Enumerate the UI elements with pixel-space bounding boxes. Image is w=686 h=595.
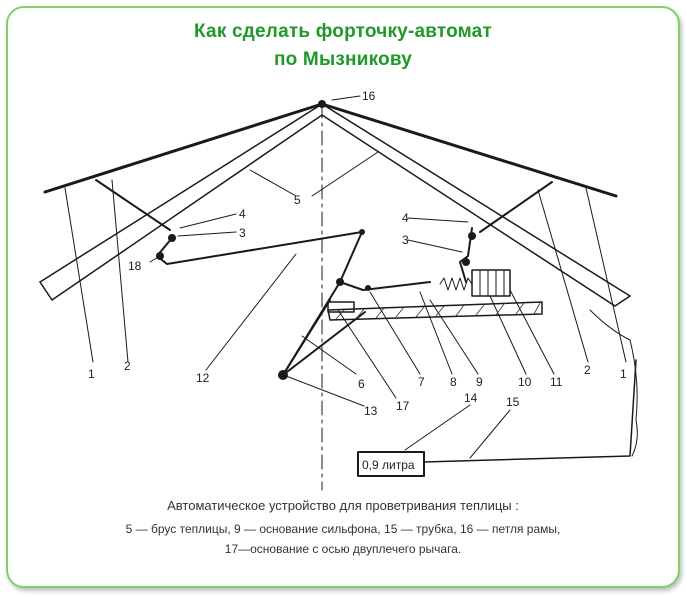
- sash-right-bottom: [321, 114, 616, 307]
- label-14: 14: [464, 391, 478, 405]
- lower-lever: [282, 281, 366, 376]
- zigzag-lever: [156, 231, 431, 291]
- label-18: 18: [128, 259, 142, 273]
- label-12: 12: [196, 371, 210, 385]
- page-title-line2: по Мызникову: [273, 49, 413, 70]
- label-4-right: 4: [402, 211, 409, 225]
- label-3-right: 3: [402, 233, 409, 247]
- bellows-body: [471, 269, 511, 297]
- label-10: 10: [518, 375, 532, 389]
- label-13: 13: [364, 404, 378, 418]
- beam-5-left: [95, 179, 171, 231]
- sash-left-top: [39, 103, 323, 283]
- sash-left-bottom: [51, 114, 323, 301]
- caption-line3: 17—основание с осью двуплечего рычага.: [224, 542, 462, 556]
- label-2-left: 2: [124, 359, 131, 373]
- post-1-left: [64, 187, 94, 363]
- label-5: 5: [294, 193, 301, 207]
- joint-arm: [365, 285, 371, 291]
- label-17: 17: [396, 399, 410, 413]
- roof-right-outer: [320, 102, 618, 198]
- roof-left-outer: [43, 102, 324, 194]
- post-2-left: [111, 179, 129, 363]
- label-9: 9: [476, 375, 483, 389]
- sash-right-end: [614, 295, 631, 307]
- page-title-line1: Как сделать форточку-автомат: [194, 21, 492, 42]
- sash-right-top: [321, 103, 631, 297]
- label-4-left: 4: [239, 207, 246, 221]
- beam-5-right: [479, 181, 553, 233]
- joint-13: [278, 370, 288, 380]
- label-16: 16: [362, 89, 376, 103]
- joint-lever: [336, 278, 344, 286]
- label-6: 6: [358, 377, 365, 391]
- caption-title: Автоматическое устройство для проветрива…: [167, 498, 519, 513]
- bellows-base: [327, 301, 543, 321]
- label-2-right: 2: [584, 363, 591, 377]
- sash-left-end: [39, 281, 53, 301]
- container-label: 0,9 литра: [362, 458, 415, 472]
- joint-left-top: [168, 234, 176, 242]
- joint-zig: [359, 229, 365, 235]
- label-8: 8: [450, 375, 457, 389]
- joint-18: [156, 252, 164, 260]
- post-2-right: [537, 189, 589, 363]
- leader-15: [469, 409, 511, 459]
- label-3-left: 3: [239, 226, 246, 240]
- label-1-left: 1: [88, 367, 95, 381]
- joint-right-top: [468, 232, 476, 240]
- leader-14: [404, 404, 471, 451]
- content-frame: [6, 6, 680, 588]
- lower-lever-2: [282, 299, 331, 376]
- caption-line2: 5 — брус теплицы, 9 — основание сильфона…: [125, 522, 561, 536]
- joint-right-bottom: [462, 258, 470, 266]
- side-wall: [589, 309, 638, 457]
- post-1-right: [585, 187, 627, 363]
- label-1-right: 1: [620, 367, 627, 381]
- pivot-base: [327, 301, 355, 313]
- label-11: 11: [550, 375, 563, 389]
- label-7: 7: [418, 375, 425, 389]
- container-box: [357, 451, 425, 477]
- hinge-16: [318, 100, 326, 108]
- spring: [439, 277, 473, 291]
- label-15: 15: [506, 395, 520, 409]
- tube-15: [423, 359, 637, 463]
